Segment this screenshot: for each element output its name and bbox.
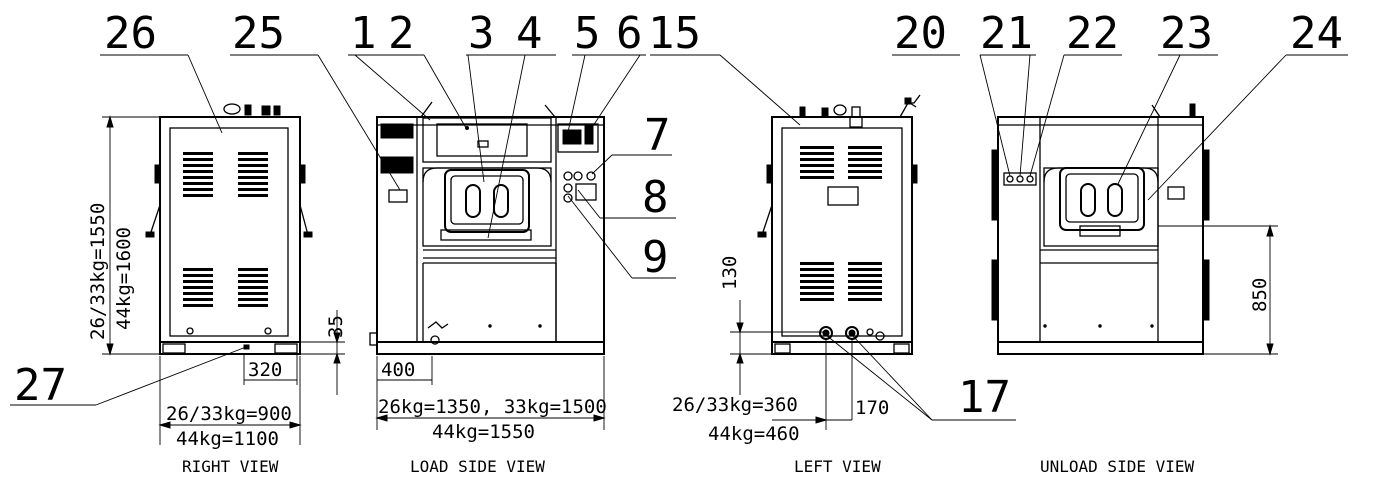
- callout-24: 24: [1290, 8, 1343, 59]
- load-side-view: 400 26kg=1350, 33kg=1500 44kg=1550 LOAD …: [369, 101, 607, 476]
- vent-slat: [800, 280, 834, 283]
- callout-4: 4: [516, 8, 543, 59]
- callout-2: 2: [388, 8, 415, 59]
- callout-21: 21: [980, 8, 1033, 59]
- vent-slat: [800, 298, 834, 301]
- callout-26: 26: [104, 8, 157, 59]
- vent-slat: [238, 164, 268, 167]
- vent-slat: [183, 292, 213, 295]
- vent-slat: [238, 298, 268, 301]
- callout-17: 17: [958, 372, 1011, 423]
- vent-slat: [848, 158, 882, 161]
- vent-slat: [238, 286, 268, 289]
- callout-6: 6: [616, 8, 643, 59]
- vent-slat: [848, 298, 882, 301]
- callout-9: 9: [642, 232, 669, 283]
- right-width-dim-b: 44kg=1100: [176, 428, 279, 450]
- vent-slat: [800, 158, 834, 161]
- right-view: 26/33kg=1550 44kg=1600 35 320 26/33kg=90…: [87, 103, 347, 476]
- right-width-dim-a: 26/33kg=900: [166, 403, 292, 425]
- vent-slat: [238, 268, 268, 271]
- callout-1: 1: [350, 8, 377, 59]
- left-view-label: LEFT VIEW: [794, 457, 881, 476]
- callout-20: 20: [894, 8, 947, 59]
- unload-850-dim: 850: [1249, 278, 1271, 312]
- vent-slat: [848, 274, 882, 277]
- vent-slat: [848, 176, 882, 179]
- vent-slat: [800, 164, 834, 167]
- unload-side-view: 850 UNLOAD SIDE VIEW: [991, 103, 1278, 476]
- vent-slat: [848, 170, 882, 173]
- vent-slat: [238, 176, 268, 179]
- right-view-label: RIGHT VIEW: [182, 457, 279, 476]
- load-width-dim-a: 26kg=1350, 33kg=1500: [378, 396, 607, 418]
- load-view-label: LOAD SIDE VIEW: [410, 457, 545, 476]
- callouts: 26 25 1 2 3 4 5 6 15 7 8 9 20: [10, 8, 1348, 423]
- vent-slat: [238, 274, 268, 277]
- vent-slat: [183, 176, 213, 179]
- right-height-dim-a: 26/33kg=1550: [87, 203, 109, 340]
- callout-27: 27: [14, 360, 67, 411]
- vent-slat: [800, 262, 834, 265]
- vent-slat: [848, 280, 882, 283]
- vent-slat: [800, 268, 834, 271]
- vent-slat: [238, 188, 268, 191]
- vent-slat: [183, 170, 213, 173]
- vent-slat: [848, 164, 882, 167]
- vent-slat: [848, 286, 882, 289]
- vent-slat: [183, 298, 213, 301]
- vent-slat: [238, 182, 268, 185]
- load-400-dim: 400: [381, 359, 415, 381]
- right-320-dim: 320: [248, 359, 282, 381]
- vent-slat: [800, 170, 834, 173]
- right-35-dim: 35: [325, 315, 347, 338]
- vent-slat: [238, 194, 268, 197]
- vent-slat: [800, 146, 834, 149]
- vent-slat: [238, 304, 268, 307]
- vent-slat: [183, 152, 213, 155]
- left-170-dim: 170: [855, 397, 889, 419]
- load-width-dim-b: 44kg=1550: [432, 421, 535, 443]
- left-130-dim: 130: [719, 256, 741, 290]
- vent-slat: [848, 292, 882, 295]
- unload-view-label: UNLOAD SIDE VIEW: [1040, 457, 1194, 476]
- vent-slat: [238, 292, 268, 295]
- left-view: 130 170 26/33kg=360 44kg=460 LEFT VIEW: [672, 94, 921, 476]
- vent-slat: [183, 188, 213, 191]
- vent-slat: [848, 152, 882, 155]
- left-width-dim-a: 26/33kg=360: [672, 394, 798, 416]
- vent-slat: [800, 176, 834, 179]
- callout-25: 25: [232, 8, 285, 59]
- callout-3: 3: [468, 8, 495, 59]
- vent-slat: [238, 158, 268, 161]
- vent-slat: [238, 152, 268, 155]
- vent-slat: [183, 164, 213, 167]
- callout-7: 7: [644, 110, 671, 161]
- callout-23: 23: [1160, 8, 1213, 59]
- vent-slat: [183, 304, 213, 307]
- vent-slat: [183, 158, 213, 161]
- callout-22: 22: [1066, 8, 1119, 59]
- vent-slat: [183, 274, 213, 277]
- callout-8: 8: [642, 172, 669, 223]
- vent-slat: [800, 152, 834, 155]
- callout-5: 5: [574, 8, 601, 59]
- left-width-dim-b: 44kg=460: [708, 423, 800, 445]
- vent-slat: [238, 280, 268, 283]
- vent-slat: [848, 268, 882, 271]
- right-height-dim-b: 44kg=1600: [113, 227, 135, 330]
- vent-slat: [183, 280, 213, 283]
- vent-slat: [183, 268, 213, 271]
- vent-slat: [183, 286, 213, 289]
- vent-slat: [848, 146, 882, 149]
- vent-slat: [183, 194, 213, 197]
- vent-slat: [848, 262, 882, 265]
- vent-slat: [800, 286, 834, 289]
- vent-slat: [238, 170, 268, 173]
- vent-slat: [800, 274, 834, 277]
- vent-slat: [800, 292, 834, 295]
- vent-slat: [183, 182, 213, 185]
- callout-15: 15: [648, 8, 701, 59]
